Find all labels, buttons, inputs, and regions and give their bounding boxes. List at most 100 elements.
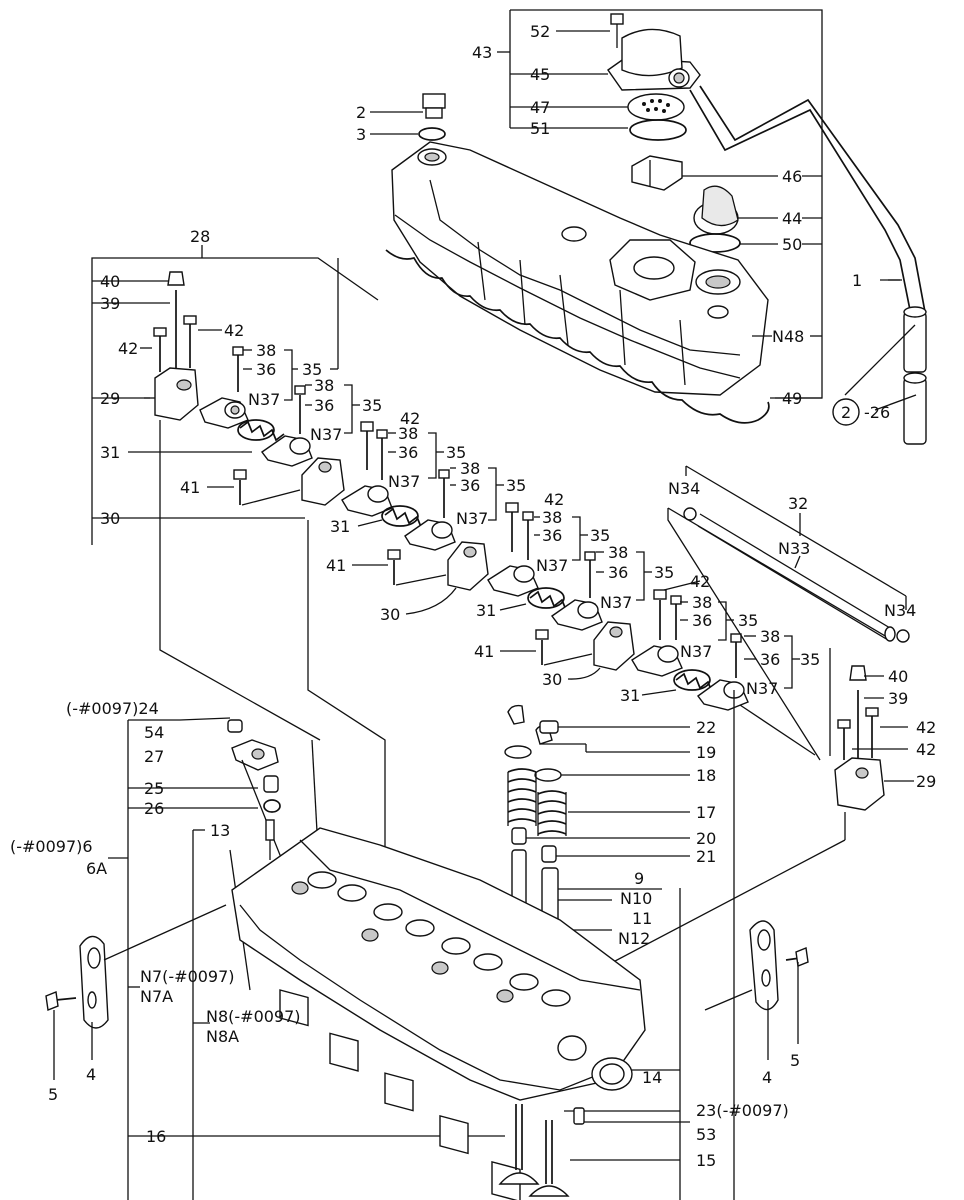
- callout-36-e: 36: [542, 526, 562, 545]
- callout-36-a: 36: [256, 360, 276, 379]
- callout-38-f: 38: [608, 543, 628, 562]
- callout-N8A: N8A: [206, 1027, 239, 1046]
- callout-35-d: 35: [506, 476, 526, 495]
- callout-5-left: 5: [48, 1085, 58, 1104]
- callout-4-left: 4: [86, 1065, 96, 1084]
- callout-31-a: 31: [100, 443, 120, 462]
- callout-N37-f: N37: [600, 593, 632, 612]
- callout-35-a: 35: [302, 360, 322, 379]
- callout-N7: N7(-#0097): [140, 967, 235, 986]
- callout-2: 2: [356, 103, 366, 122]
- callout-31-d: 31: [620, 686, 640, 705]
- callout-50: 50: [782, 235, 802, 254]
- callout-N37-e: N37: [536, 556, 568, 575]
- callout-36-f: 36: [608, 563, 628, 582]
- callout-44: 44: [782, 209, 802, 228]
- top-leaders: [370, 30, 902, 337]
- callout-40-left: 40: [100, 272, 120, 291]
- callout-N33: N33: [778, 539, 810, 558]
- callout-N37-g: N37: [680, 642, 712, 661]
- callout-42-b: 42: [118, 339, 138, 358]
- callout-36-g: 36: [692, 611, 712, 630]
- callout-13: 13: [210, 821, 230, 840]
- rocker-shaft-assembly: [91, 245, 816, 880]
- callout-17: 17: [696, 803, 716, 822]
- callout-35-h: 35: [800, 650, 820, 669]
- callout-11: 11: [632, 909, 652, 928]
- callout-36-h: 36: [760, 650, 780, 669]
- callout-39-left: 39: [100, 294, 120, 313]
- callout-1: 1: [852, 271, 862, 290]
- callout-N7A: N7A: [140, 987, 173, 1006]
- callout-N34-b: N34: [884, 601, 916, 620]
- callout-49: 49: [782, 389, 802, 408]
- callout-N37-h: N37: [746, 679, 778, 698]
- callout-N12: N12: [618, 929, 650, 948]
- rocker-arm-1: [199, 346, 249, 429]
- callout-36-b: 36: [314, 396, 334, 415]
- callout-41-c: 41: [474, 642, 494, 661]
- callout-41-a: 41: [180, 478, 200, 497]
- callout-2-circled: 2: [841, 403, 851, 422]
- callout-38-c: 38: [398, 424, 418, 443]
- callout-38-b: 38: [314, 376, 334, 395]
- callout-30-c: 30: [542, 670, 562, 689]
- callout-21: 21: [696, 847, 716, 866]
- callout-15: 15: [696, 1151, 716, 1170]
- thermostat-parts: [227, 719, 291, 881]
- callout-26-hose: -26: [864, 403, 890, 422]
- rocker-arm-6: [551, 551, 603, 631]
- callout-N10: N10: [620, 889, 652, 908]
- callout-29-right: 29: [916, 772, 936, 791]
- callout-42-f: 42: [916, 718, 936, 737]
- callout-41-b: 41: [326, 556, 346, 575]
- callout-labels: 52 43 45 47 51 2 3 46 44 50 1 N48 49 2 -…: [10, 22, 936, 1170]
- spring-31a: [237, 419, 285, 442]
- rocker-cover-group: [385, 9, 927, 445]
- callout-N37-a: N37: [248, 390, 280, 409]
- valves: [498, 1104, 570, 1197]
- callout-30-b: 30: [380, 605, 400, 624]
- callout-9: 9: [634, 869, 644, 888]
- callout-20: 20: [696, 829, 716, 848]
- callout-30-a: 30: [100, 509, 120, 528]
- callout-23: 23(-#0097): [696, 1101, 789, 1120]
- callout-26: 26: [144, 799, 164, 818]
- shaft-support-29-right: [559, 665, 914, 991]
- callout-28: 28: [190, 227, 210, 246]
- callout-42-a: 42: [224, 321, 244, 340]
- callout-3: 3: [356, 125, 366, 144]
- rocker-arm-2: [261, 385, 313, 467]
- rocker-arm-7: [631, 589, 683, 677]
- callout-38-h: 38: [760, 627, 780, 646]
- callout-38-g: 38: [692, 593, 712, 612]
- callout-42-e: 42: [690, 572, 710, 591]
- callout-19: 19: [696, 743, 716, 762]
- callout-35-b: 35: [362, 396, 382, 415]
- callout-31-c: 31: [476, 601, 496, 620]
- callout-36-c: 36: [398, 443, 418, 462]
- callout-14: 14: [642, 1068, 662, 1087]
- callout-39-right: 39: [888, 689, 908, 708]
- shaft-support-30c: [535, 621, 635, 671]
- callout-18: 18: [696, 766, 716, 785]
- callout-31-b: 31: [330, 517, 350, 536]
- callout-43: 43: [472, 43, 492, 62]
- callout-N37-b: N37: [310, 425, 342, 444]
- callout-46: 46: [782, 167, 802, 186]
- callout-4-right: 4: [762, 1068, 772, 1087]
- callout-54: 54: [144, 723, 164, 742]
- callout-38-e: 38: [542, 508, 562, 527]
- callout-35-f: 35: [654, 563, 674, 582]
- callout-22: 22: [696, 718, 716, 737]
- callout-N34-a: N34: [668, 479, 700, 498]
- callout-24: (-#0097)24: [66, 699, 159, 718]
- callout-6: (-#0097)6: [10, 837, 93, 856]
- rocker-arm-4: [404, 469, 456, 551]
- callout-5-right: 5: [790, 1051, 800, 1070]
- callout-53: 53: [696, 1125, 716, 1144]
- rocker-shaft-32: [667, 465, 910, 761]
- rocker-arm-5: [487, 502, 539, 597]
- callout-35-e: 35: [590, 526, 610, 545]
